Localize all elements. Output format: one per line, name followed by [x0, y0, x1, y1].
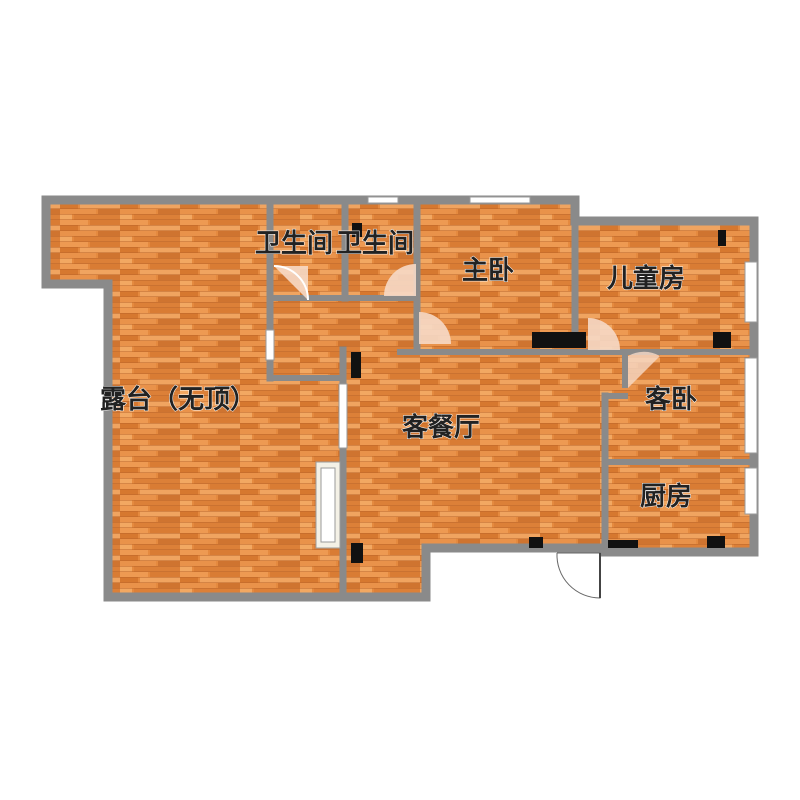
column-bath — [352, 223, 362, 237]
cabinet-kitchen — [608, 540, 638, 548]
window-kids — [744, 261, 758, 323]
label-guest-bedroom: 客卧 — [645, 384, 697, 415]
column-kids-top — [718, 230, 726, 246]
door-bath-right — [384, 264, 416, 296]
door-master — [419, 312, 451, 344]
label-bath-right: 卫生间 — [336, 229, 414, 259]
floors — [50, 204, 750, 593]
window-kitchen — [744, 467, 758, 515]
door-bath-left-arc — [273, 265, 309, 301]
window-terrace-corridor — [265, 329, 275, 361]
label-kids-room: 儿童房 — [607, 263, 685, 294]
window-living-west — [338, 383, 348, 449]
room-labels: 露台（无顶） 卫生间 卫生间 主卧 儿童房 客餐厅 客卧 厨房 — [100, 229, 698, 513]
wardrobe-master — [532, 332, 586, 348]
column-living-bottom — [351, 543, 363, 563]
column-kids-bottom — [713, 332, 731, 348]
label-bath-left: 卫生间 — [255, 229, 333, 259]
entry-door — [556, 552, 601, 599]
windows — [265, 196, 758, 549]
sliding-door-inner — [320, 467, 336, 543]
column-entry — [529, 537, 543, 548]
living-dining-floor — [343, 352, 625, 593]
label-living-dining: 客餐厅 — [402, 412, 480, 443]
fixtures — [351, 223, 731, 563]
column-living — [351, 352, 361, 378]
label-master-bedroom: 主卧 — [462, 256, 514, 286]
kitchen-floor — [605, 462, 750, 548]
column-kitchen — [707, 536, 725, 548]
window-guest — [744, 357, 758, 454]
doors — [273, 264, 660, 599]
label-kitchen: 厨房 — [640, 482, 692, 512]
window-master — [469, 196, 531, 204]
door-guest — [628, 351, 660, 388]
label-terrace: 露台（无顶） — [100, 384, 256, 415]
door-kids — [588, 318, 620, 350]
door-bath-left — [274, 266, 308, 300]
window-bath-right — [367, 196, 399, 204]
